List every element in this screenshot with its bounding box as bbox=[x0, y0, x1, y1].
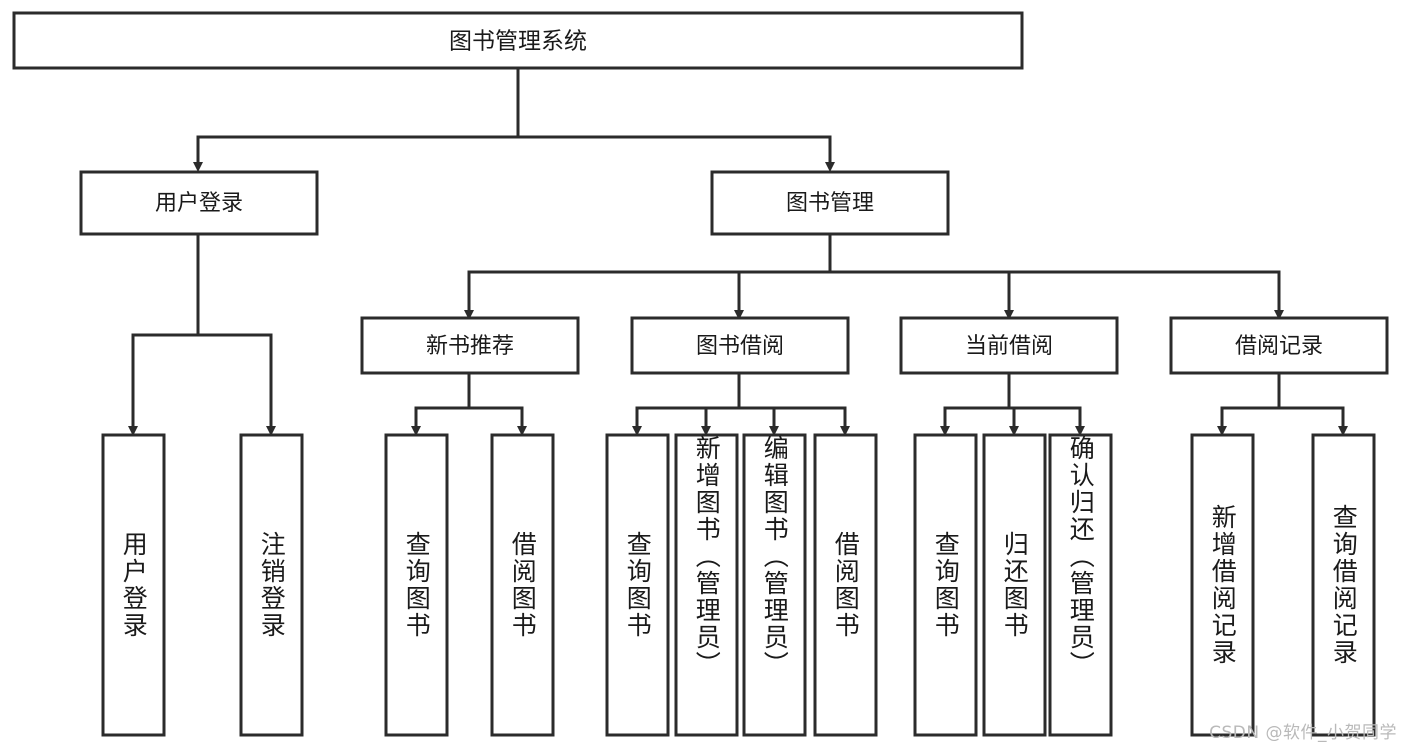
node-book-manage-label: 图书管理 bbox=[786, 191, 874, 216]
connector-group-user-login bbox=[128, 233, 276, 436]
leaf-box-current-1[interactable] bbox=[982, 433, 1047, 737]
connector-group-root bbox=[193, 66, 835, 172]
leaf-box-book-borrow-2[interactable] bbox=[742, 433, 807, 737]
node-book-borrow[interactable]: 图书借阅 bbox=[630, 316, 850, 375]
leaf-box-user-login-1[interactable] bbox=[239, 433, 304, 737]
connector-group-borrow-record bbox=[1217, 371, 1348, 436]
node-root[interactable]: 图书管理系统 bbox=[12, 11, 1024, 70]
node-root-label: 图书管理系统 bbox=[449, 29, 587, 55]
node-user-login-label: 用户登录 bbox=[155, 191, 243, 216]
connector-group-current-borrow bbox=[940, 371, 1085, 436]
node-book-borrow-label: 图书借阅 bbox=[696, 334, 784, 359]
leaf-box-record-0[interactable] bbox=[1190, 433, 1255, 737]
leaf-box-current-0[interactable] bbox=[913, 433, 978, 737]
node-user-login[interactable]: 用户登录 bbox=[79, 170, 319, 236]
connector-group-book-borrow bbox=[632, 371, 850, 436]
node-borrow-record-label: 借阅记录 bbox=[1235, 334, 1323, 359]
leaf-box-record-1[interactable] bbox=[1311, 433, 1376, 737]
leaf-box-user-login-0[interactable] bbox=[101, 433, 166, 737]
node-book-manage[interactable]: 图书管理 bbox=[710, 170, 950, 236]
leaf-box-current-2[interactable] bbox=[1048, 433, 1113, 737]
leaf-box-new-book-1[interactable] bbox=[490, 433, 555, 737]
leaf-box-new-book-0[interactable] bbox=[384, 433, 449, 737]
leaf-box-book-borrow-1[interactable] bbox=[674, 433, 739, 737]
leaf-boxes bbox=[101, 433, 1376, 737]
csdn-watermark: CSDN @软件_小贺同学 bbox=[1209, 723, 1397, 743]
node-current-borrow[interactable]: 当前借阅 bbox=[899, 316, 1119, 375]
connector-group-book-manage bbox=[464, 233, 1284, 320]
leaf-box-book-borrow-3[interactable] bbox=[813, 433, 878, 737]
leaf-box-book-borrow-0[interactable] bbox=[605, 433, 670, 737]
connector-group-new-book bbox=[411, 371, 527, 436]
node-new-book-recommend-label: 新书推荐 bbox=[426, 334, 514, 359]
node-current-borrow-label: 当前借阅 bbox=[965, 334, 1053, 359]
node-borrow-record[interactable]: 借阅记录 bbox=[1169, 316, 1389, 375]
node-new-book-recommend[interactable]: 新书推荐 bbox=[360, 316, 580, 375]
